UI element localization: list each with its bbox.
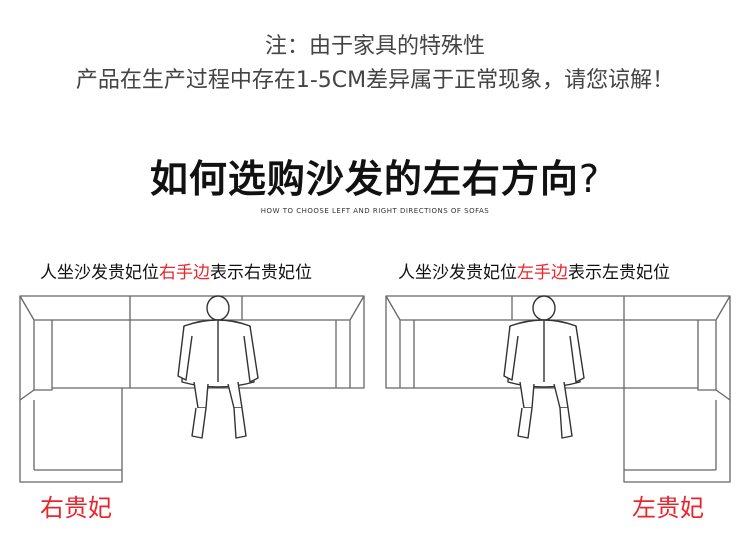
seated-person-icon (177, 295, 259, 439)
main-title: 如何选购沙发的左右方向? (0, 148, 750, 203)
main-title-text: 如何选购沙发的左右方向 (149, 157, 579, 201)
left-panel-caption: 人坐沙发贵妃位右手边表示右贵妃位 (40, 258, 312, 283)
question-mark: ? (578, 157, 601, 201)
right-chaise-label: 左贵妃 (632, 494, 704, 522)
notice-line-1: 注：由于家具的特殊性 (264, 34, 485, 59)
left-caption-pre: 人坐沙发贵妃位 (40, 263, 159, 283)
sofa-outline-icon (385, 295, 731, 483)
left-chaise-label: 右贵妃 (40, 494, 112, 522)
right-caption-highlight: 左手边 (517, 263, 568, 283)
seated-person-icon (503, 295, 585, 439)
left-caption-highlight: 右手边 (159, 263, 210, 283)
right-panel-caption: 人坐沙发贵妃位左手边表示左贵妃位 (398, 258, 670, 283)
right-caption-pre: 人坐沙发贵妃位 (398, 263, 517, 283)
subtitle: HOW TO CHOOSE LEFT AND RIGHT DIRECTIONS … (260, 207, 490, 215)
left-caption-post: 表示右贵妃位 (210, 263, 312, 283)
right-caption-post: 表示左贵妃位 (568, 263, 670, 283)
notice-line-2: 产品在生产过程中存在1-5CM差异属于正常现象，请您谅解！ (75, 68, 675, 93)
sofa-outline-icon (19, 295, 365, 483)
